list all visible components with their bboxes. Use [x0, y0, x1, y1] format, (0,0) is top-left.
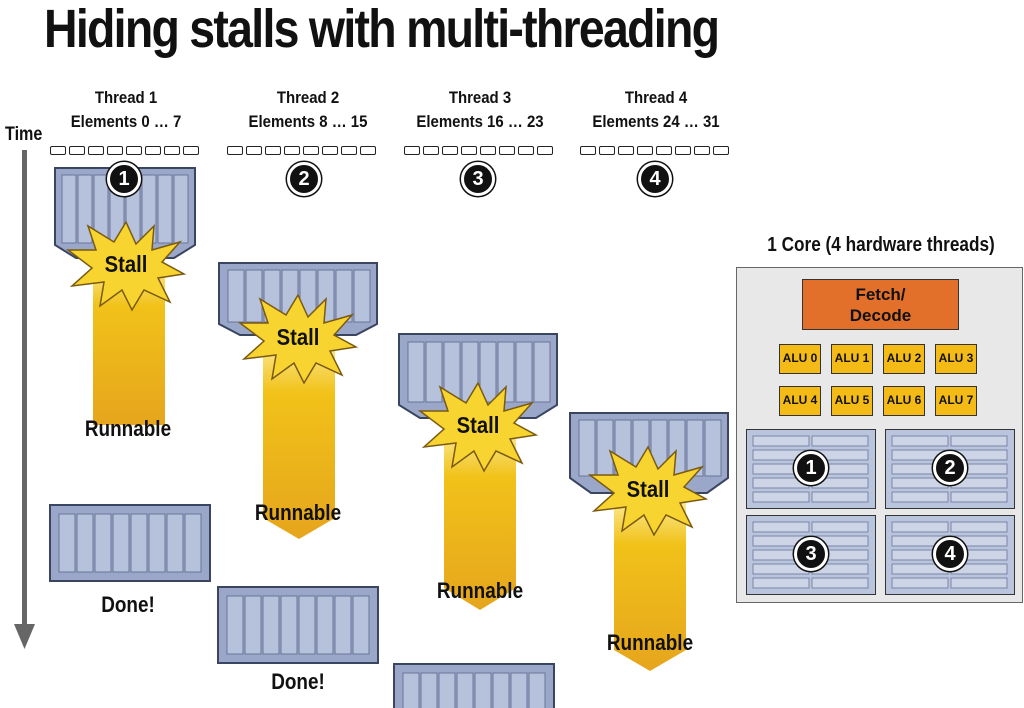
context-1-badge: 1 — [794, 451, 828, 485]
thread-1-header: Thread 1 Elements 0 … 7 — [47, 86, 205, 134]
thread-4-runnable-arrow — [614, 490, 686, 672]
thread-2-done-label: Done! — [271, 669, 325, 694]
thread-4-element-row — [580, 146, 729, 156]
context-2-badge: 2 — [933, 451, 967, 485]
alu-4: ALU 4 — [779, 386, 821, 416]
thread-1-badge: 1 — [107, 162, 141, 196]
alu-5: ALU 5 — [831, 386, 873, 416]
decode-label: Decode — [849, 306, 912, 325]
thread-3-name: Thread 3 — [448, 88, 512, 107]
thread-2-runnable-label: Runnable — [254, 500, 342, 525]
thread-4-badge: 4 — [638, 162, 672, 196]
thread-3-stall-burst: Stall — [417, 381, 539, 473]
thread-2-stall-label: Stall — [276, 323, 320, 350]
context-4-badge: 4 — [933, 537, 967, 571]
thread-3-badge: 3 — [461, 162, 495, 196]
thread-1-done-block — [49, 504, 211, 582]
thread-1-done-label: Done! — [101, 592, 155, 617]
time-axis-arrow — [14, 150, 36, 650]
fetch-decode-unit: Fetch/ Decode — [802, 279, 959, 330]
context-3-badge: 3 — [794, 537, 828, 571]
thread-4-stall-burst: Stall — [587, 445, 709, 537]
thread-2-stall-burst: Stall — [237, 293, 359, 385]
core-title: 1 Core (4 hardware threads) — [767, 234, 995, 256]
thread-4-stall-label: Stall — [626, 475, 670, 502]
thread-3-runnable-arrow — [444, 420, 516, 610]
thread-2-element-row — [227, 146, 376, 156]
time-axis-label: Time — [5, 124, 43, 145]
thread-3-execution-block — [398, 333, 558, 419]
thread-3-runnable-label: Runnable — [436, 578, 524, 603]
thread-3-elements: Elements 16 … 23 — [416, 112, 544, 131]
thread-1-execution-block — [54, 167, 196, 259]
thread-1-element-row — [50, 146, 199, 156]
alu-1: ALU 1 — [831, 344, 873, 374]
thread-1-elements: Elements 0 … 7 — [70, 112, 182, 131]
thread-3-done-block — [393, 663, 555, 708]
thread-1-stall-burst: Stall — [65, 220, 187, 312]
alu-6: ALU 6 — [883, 386, 925, 416]
alu-3: ALU 3 — [935, 344, 977, 374]
thread-2-elements: Elements 8 … 15 — [248, 112, 368, 131]
thread-1-runnable-label: Runnable — [84, 416, 172, 441]
thread-4-elements: Elements 24 … 31 — [592, 112, 720, 131]
execution-context-4 — [885, 515, 1015, 595]
thread-2-name: Thread 2 — [276, 88, 340, 107]
thread-3-element-row — [404, 146, 553, 156]
thread-2-done-block — [217, 586, 379, 664]
thread-3-header: Thread 3 Elements 16 … 23 — [401, 86, 559, 134]
page-title: Hiding stalls with multi-threading — [44, 0, 720, 59]
thread-1-stall-label: Stall — [104, 250, 148, 277]
thread-2-runnable-arrow — [263, 330, 335, 540]
thread-4-runnable-label: Runnable — [606, 630, 694, 655]
thread-2-header: Thread 2 Elements 8 … 15 — [229, 86, 387, 134]
alu-0: ALU 0 — [779, 344, 821, 374]
thread-4-header: Thread 4 Elements 24 … 31 — [577, 86, 735, 134]
thread-4-name: Thread 4 — [624, 88, 688, 107]
alu-2: ALU 2 — [883, 344, 925, 374]
alu-7: ALU 7 — [935, 386, 977, 416]
fetch-label: Fetch/ — [855, 285, 906, 304]
thread-1-name: Thread 1 — [94, 88, 158, 107]
thread-3-stall-label: Stall — [456, 411, 500, 438]
thread-2-badge: 2 — [287, 162, 321, 196]
